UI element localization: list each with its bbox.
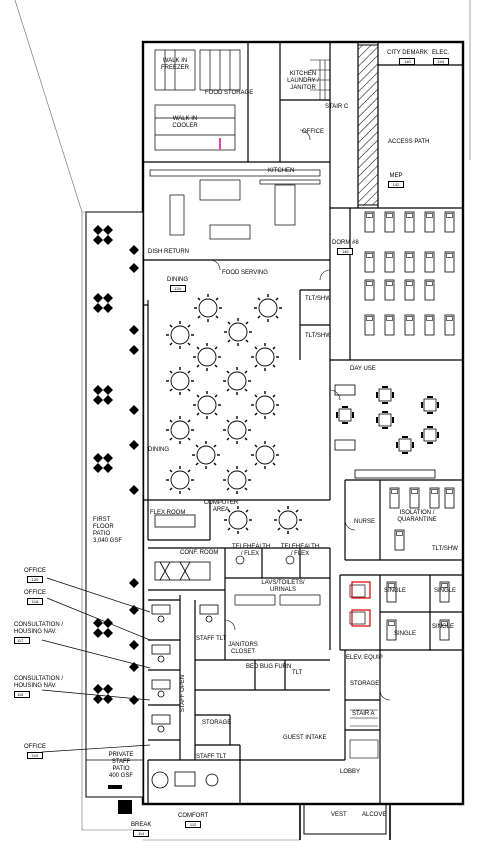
room-walk-in-cooler: WALK IN COOLER xyxy=(172,116,198,129)
room-single-2: SINGLE xyxy=(434,588,457,594)
room-storage-1: STORAGE xyxy=(350,681,380,687)
room-dish-return: DISH RETURN xyxy=(148,249,190,255)
room-lavs: LAVS/TOILETS/ URINALS xyxy=(261,580,305,593)
room-telehealth-2: TELEHEALTH / FLEX xyxy=(280,544,320,557)
room-elev-equip: ELEV. EQUIP xyxy=(346,655,383,661)
room-kitchen: KITCHEN xyxy=(268,168,295,174)
room-nurse: NURSE xyxy=(354,519,376,525)
room-staff-tlt-1: STAFF TLT xyxy=(196,636,227,642)
room-office-kitchen: OFFICE xyxy=(302,129,324,135)
room-staff-open: STAFF OPEN xyxy=(180,674,187,713)
room-janitors-closet: JANITORS CLOSET xyxy=(228,642,258,655)
room-elec: ELEC.144 xyxy=(432,50,450,65)
room-staff-tlt-2: STAFF TLT xyxy=(196,754,227,760)
room-consult-2: CONSULTATION / HOUSING NAV.115 xyxy=(14,676,64,698)
room-dining-b: DINING xyxy=(148,447,169,453)
room-tlt-shw-3: TLT/SHW xyxy=(432,546,458,552)
room-single-4: SINGLE xyxy=(432,624,455,630)
room-alcove: ALCOVE xyxy=(362,812,387,818)
room-tlt: TLT xyxy=(292,670,303,676)
room-conf-room: CONF. ROOM xyxy=(180,550,219,556)
room-stair-c: STAIR C xyxy=(325,104,349,110)
room-isolation: ISOLATION / QUARANTINE xyxy=(397,510,437,523)
room-walk-in-freezer: WALK IN FREEZER xyxy=(160,58,189,71)
room-kitchen-laundry: KITCHEN LAUNDRY / JANITOR xyxy=(287,71,319,91)
room-stair-a: STAIR A xyxy=(352,711,375,717)
room-food-storage: FOOD STORAGE xyxy=(205,90,254,96)
room-computer-area: COMPUTER AREA xyxy=(203,500,239,513)
room-vest: VEST xyxy=(331,812,347,818)
room-tlt-shw-2: TLT/SHW xyxy=(305,333,331,339)
room-food-serving: FOOD SERVING xyxy=(222,270,268,276)
room-storage-2: STORAGE xyxy=(202,720,232,726)
room-guest-intake: GUEST INTAKE xyxy=(283,735,327,741)
room-single-3: SINGLE xyxy=(394,631,417,637)
room-tlt-shw-1: TLT/SHW xyxy=(305,296,331,302)
room-access-path: ACCESS PATH xyxy=(388,139,430,145)
room-consult-1: CONSULTATION / HOUSING NAV.117 xyxy=(14,622,64,644)
room-lobby: LOBBY xyxy=(340,769,361,775)
room-bed-bug: BED BUG FURN xyxy=(246,664,292,670)
room-single-1: SINGLE xyxy=(384,588,407,594)
room-day-use: DAY USE xyxy=(350,366,376,372)
room-flex-room: FLEX ROOM xyxy=(150,510,186,516)
room-telehealth-1: TELEHEALTH / FLEX xyxy=(232,544,271,557)
